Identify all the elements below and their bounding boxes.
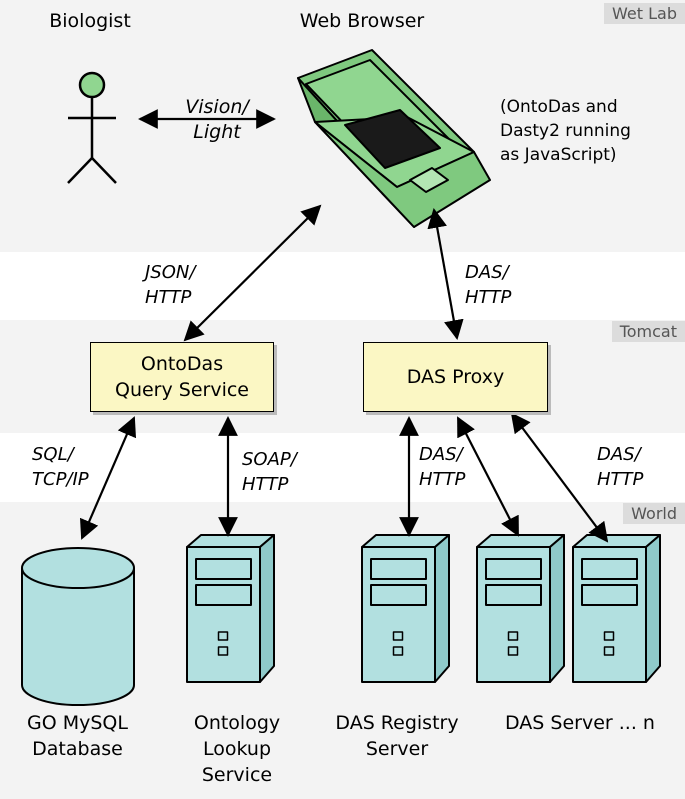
vision-label-line: Light: [193, 121, 241, 143]
browser-note-line: (OntoDas and: [500, 97, 618, 117]
vision-label-line: Vision/: [185, 96, 249, 118]
browser-note: (OntoDas and Dasty2 running as JavaScrip…: [500, 95, 650, 167]
browser-note-line: as JavaScript): [500, 145, 617, 165]
das-registry-server-label-line: DAS Registry: [335, 712, 459, 734]
go-database-label-line: Database: [32, 738, 123, 760]
biologist-label: Biologist: [49, 10, 131, 32]
server-icons: [186, 534, 661, 683]
sql-arrow: [80, 416, 136, 540]
ontology-lookup-label-line: Lookup: [202, 738, 272, 760]
das-browser-label-line: HTTP: [465, 287, 512, 308]
vision-label: Vision/ Light: [172, 95, 262, 145]
das-registry-server-label: DAS Registry Server: [322, 710, 472, 762]
json-label-line: JSON/: [145, 262, 196, 283]
das-server-label: DAS/ HTTP: [597, 442, 643, 492]
das-server-n-icon: [572, 534, 661, 683]
das-browser-label: DAS/ HTTP: [465, 260, 511, 310]
connection-arrows: [80, 109, 609, 543]
json-label-line: HTTP: [145, 287, 192, 308]
das-server-arrow-1: [457, 416, 519, 537]
das-browser-arrow: [427, 208, 464, 340]
json-arrow: [183, 204, 322, 342]
das-registry-server-label-line: Server: [365, 738, 429, 760]
go-database-label-line: GO MySQL: [27, 712, 128, 734]
world-label: World: [623, 503, 685, 524]
ontology-lookup-label-line: Service: [201, 764, 273, 786]
browser-note-line: Dasty2 running: [500, 121, 631, 141]
soap-label-line: SOAP/: [242, 449, 297, 470]
das-server-label-line: DAS/: [597, 444, 641, 465]
sql-label-line: TCP/IP: [32, 469, 89, 490]
das-registry-server-icon: [361, 534, 450, 683]
ontodas-query-service-box: OntoDas Query Service: [90, 342, 274, 412]
das-server-arrow-2: [510, 412, 609, 543]
biologist-icon: [67, 71, 117, 184]
das-browser-label-line: DAS/: [465, 262, 509, 283]
ontology-lookup-label-line: Ontology: [193, 712, 281, 734]
das-registry-label-line: DAS/: [419, 444, 463, 465]
soap-label: SOAP/ HTTP: [242, 447, 297, 497]
ontology-lookup-label: Ontology Lookup Service: [172, 710, 302, 788]
tomcat-label: Tomcat: [611, 321, 685, 342]
das-proxy-box: DAS Proxy: [363, 342, 548, 412]
database-icon: [21, 547, 135, 706]
sql-label: SQL/ TCP/IP: [32, 442, 89, 492]
wet-lab-label: Wet Lab: [604, 3, 685, 24]
laptop-icon: [297, 49, 491, 228]
json-label: JSON/ HTTP: [145, 260, 195, 310]
das-proxy-label: DAS Proxy: [406, 366, 505, 388]
das-registry-label: DAS/ HTTP: [419, 442, 465, 492]
go-database-label: GO MySQL Database: [10, 710, 145, 762]
das-registry-label-line: HTTP: [419, 469, 466, 490]
ontology-lookup-server-icon: [186, 534, 275, 683]
das-server-label-line: HTTP: [597, 469, 644, 490]
das-server-icon: [476, 534, 565, 683]
web-browser-label: Web Browser: [299, 10, 425, 32]
soap-label-line: HTTP: [242, 474, 289, 495]
ontodas-line: OntoDas: [140, 353, 224, 375]
das-server-n-label: DAS Server ... n: [505, 712, 655, 734]
ontodas-line: Query Service: [114, 379, 249, 401]
sql-label-line: SQL/: [32, 444, 74, 465]
